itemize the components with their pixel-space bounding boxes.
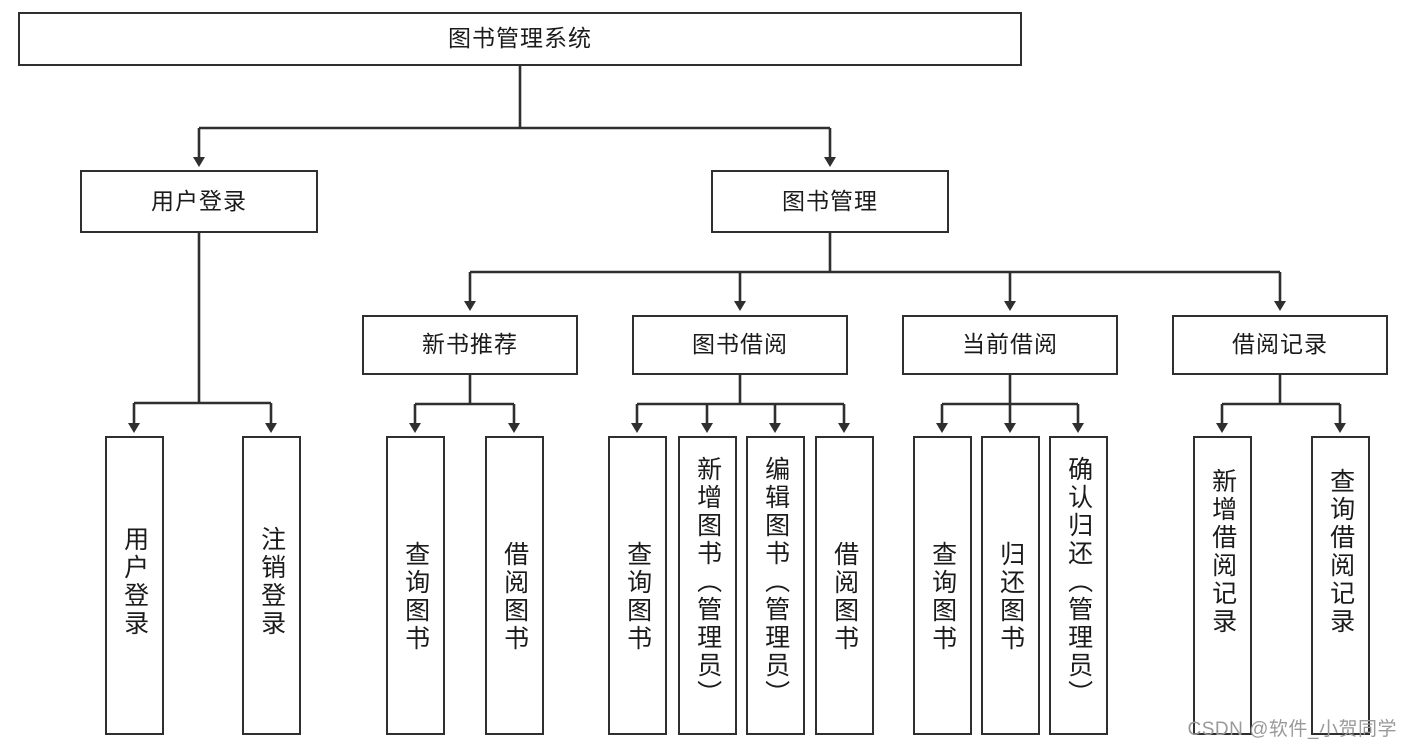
leaf-borrow-add-book-admin-label: 新增图书（管理员）	[693, 456, 722, 708]
leaf-recommend-query-book-label: 查询图书	[401, 541, 430, 653]
leaf-current-query-book-label: 查询图书	[928, 541, 957, 653]
node-book-borrow-label: 图书借阅	[692, 331, 788, 358]
leaf-borrow-borrow-book[interactable]: 借阅图书	[815, 436, 874, 735]
leaf-user-login-login[interactable]: 用户登录	[105, 436, 164, 735]
node-root[interactable]: 图书管理系统	[18, 12, 1022, 66]
leaf-current-query-book[interactable]: 查询图书	[913, 436, 972, 735]
node-borrow-record-label: 借阅记录	[1232, 331, 1328, 358]
leaf-recommend-borrow-book[interactable]: 借阅图书	[485, 436, 544, 735]
node-current-borrow-label: 当前借阅	[962, 331, 1058, 358]
watermark: CSDN @软件_小贺同学	[1187, 719, 1397, 740]
leaf-borrow-borrow-book-label: 借阅图书	[830, 541, 859, 653]
leaf-recommend-query-book[interactable]: 查询图书	[386, 436, 445, 735]
leaf-borrow-edit-book-admin[interactable]: 编辑图书（管理员）	[746, 436, 805, 735]
leaf-record-add-record[interactable]: 新增借阅记录	[1193, 436, 1252, 735]
node-new-book-recommend[interactable]: 新书推荐	[362, 315, 578, 375]
leaf-user-login-logout[interactable]: 注销登录	[242, 436, 301, 735]
leaf-recommend-borrow-book-label: 借阅图书	[500, 541, 529, 653]
leaf-record-add-record-label: 新增借阅记录	[1208, 468, 1237, 636]
leaf-current-confirm-return-admin-label: 确认归还（管理员）	[1064, 456, 1093, 708]
node-new-book-recommend-label: 新书推荐	[422, 331, 518, 358]
node-user-login[interactable]: 用户登录	[80, 170, 318, 233]
node-current-borrow[interactable]: 当前借阅	[902, 315, 1118, 375]
leaf-current-confirm-return-admin[interactable]: 确认归还（管理员）	[1049, 436, 1108, 735]
node-book-borrow[interactable]: 图书借阅	[632, 315, 848, 375]
node-book-management-label: 图书管理	[782, 187, 878, 214]
leaf-borrow-query-book[interactable]: 查询图书	[608, 436, 667, 735]
leaf-user-login-logout-label: 注销登录	[257, 526, 286, 638]
node-user-login-label: 用户登录	[151, 187, 247, 214]
leaf-borrow-edit-book-admin-label: 编辑图书（管理员）	[761, 456, 790, 708]
leaf-user-login-login-label: 用户登录	[120, 526, 149, 638]
leaf-current-return-book[interactable]: 归还图书	[981, 436, 1040, 735]
leaf-record-query-record-label: 查询借阅记录	[1326, 468, 1355, 636]
leaf-borrow-add-book-admin[interactable]: 新增图书（管理员）	[678, 436, 737, 735]
node-book-management[interactable]: 图书管理	[711, 170, 949, 233]
leaf-record-query-record[interactable]: 查询借阅记录	[1311, 436, 1370, 735]
node-root-label: 图书管理系统	[448, 25, 592, 52]
leaf-borrow-query-book-label: 查询图书	[623, 541, 652, 653]
node-borrow-record[interactable]: 借阅记录	[1172, 315, 1388, 375]
leaf-current-return-book-label: 归还图书	[996, 541, 1025, 653]
